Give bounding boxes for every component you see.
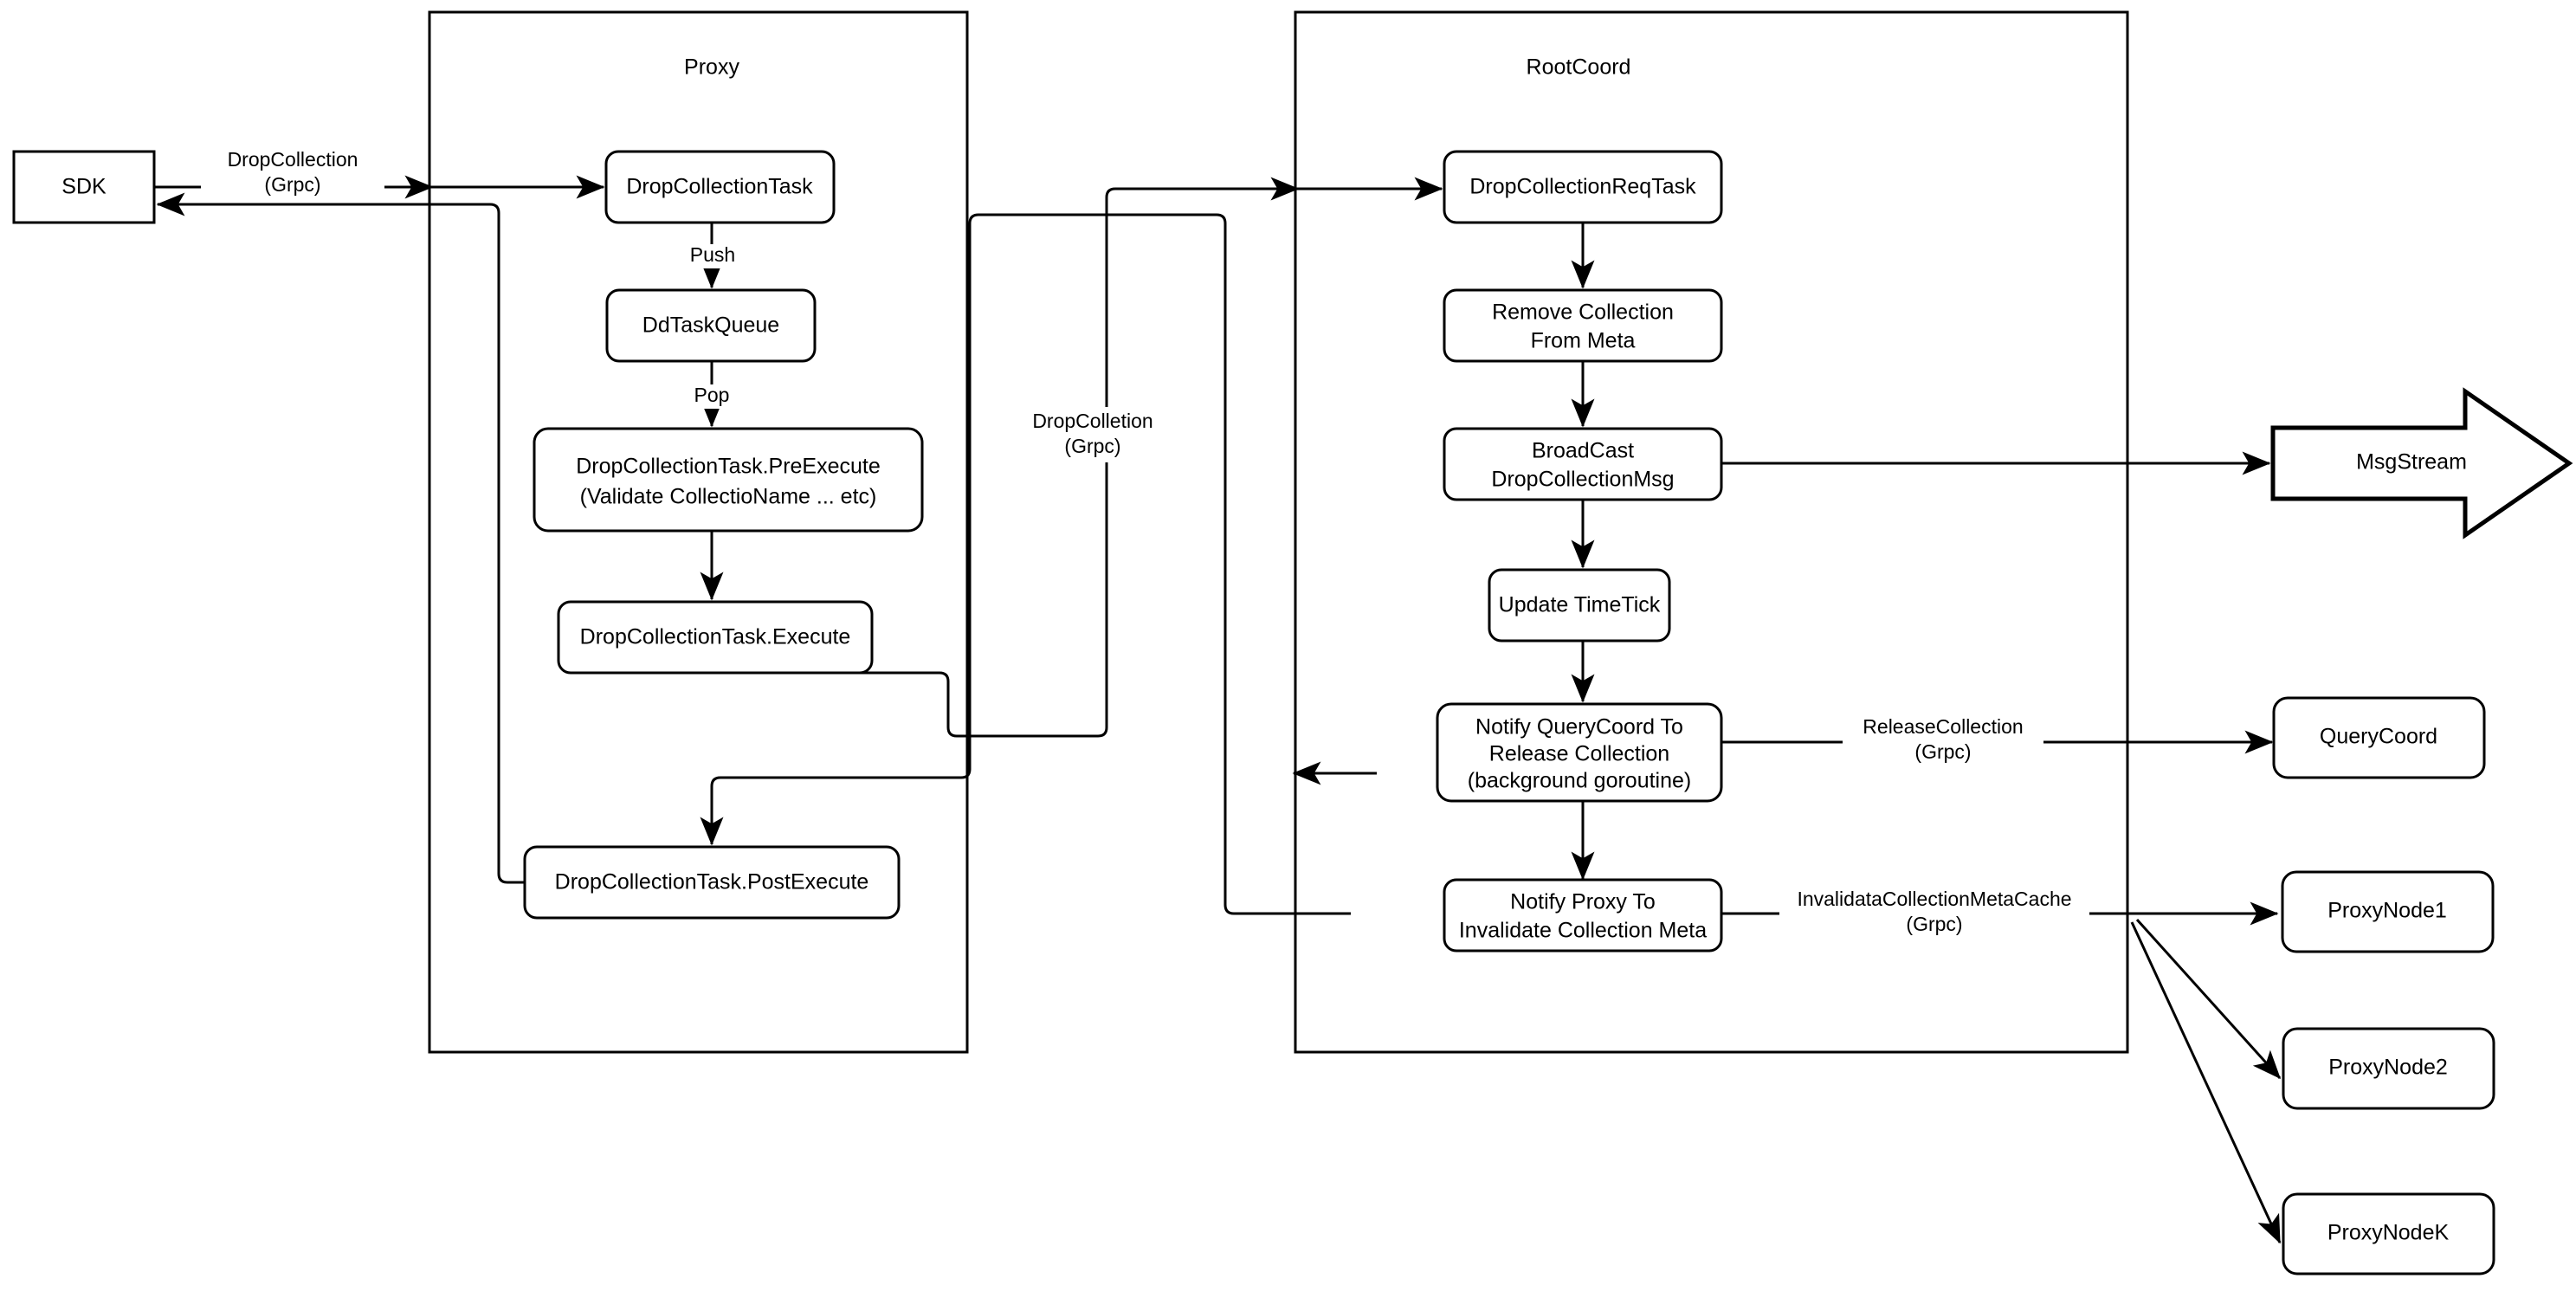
node-notify-proxy-label-line1: Notify Proxy To xyxy=(1510,890,1656,914)
node-querycoord-label: QueryCoord xyxy=(2320,725,2437,749)
node-broadcast-label-line1: BroadCast xyxy=(1532,439,1634,463)
node-drop-collection-task-label: DropCollectionTask xyxy=(626,175,813,199)
node-remove-collection-from-meta[interactable]: Remove Collection From Meta xyxy=(1443,288,1723,363)
edge-execute-to-rootcoord xyxy=(712,177,1443,738)
node-notify-querycoord-label-line2: Release Collection xyxy=(1489,742,1669,766)
node-sdk[interactable]: SDK xyxy=(12,150,156,224)
node-broadcast-label-line2: DropCollectionMsg xyxy=(1491,468,1674,492)
node-remove-collection-from-meta-label-line2: From Meta xyxy=(1531,329,1636,353)
node-pre-execute-label-line2: (Validate CollectioName ... etc) xyxy=(580,485,877,509)
edge-label-pop: Pop xyxy=(684,384,739,409)
node-proxynode1[interactable]: ProxyNode1 xyxy=(2281,870,2495,953)
node-drop-collection-req-task[interactable]: DropCollectionReqTask xyxy=(1443,150,1723,224)
edge-label-push: Push xyxy=(681,243,745,268)
node-post-execute-label: DropCollectionTask.PostExecute xyxy=(555,870,869,894)
edge-label-invalidate-cache-line2: (Grpc) xyxy=(1906,913,1962,935)
node-notify-querycoord-label-line1: Notify QueryCoord To xyxy=(1475,715,1683,739)
node-dd-task-queue-label: DdTaskQueue xyxy=(642,313,779,338)
edge-label-release-collection-line2: (Grpc) xyxy=(1914,740,1971,763)
edge-label-pop-text: Pop xyxy=(694,384,730,406)
edge-label-release-collection-line1: ReleaseCollection xyxy=(1863,715,2023,738)
node-execute-label: DropCollectionTask.Execute xyxy=(580,625,851,649)
edge-hub-to-proxynode2 xyxy=(2135,918,2282,1080)
node-proxynodek[interactable]: ProxyNodeK xyxy=(2282,1192,2495,1275)
node-proxynode2[interactable]: ProxyNode2 xyxy=(2282,1027,2495,1110)
node-sdk-label: SDK xyxy=(61,175,107,199)
node-proxynodek-label: ProxyNodeK xyxy=(2327,1221,2450,1245)
node-execute[interactable]: DropCollectionTask.Execute xyxy=(557,600,874,675)
edge-label-invalidate-cache-line1: InvalidataCollectionMetaCache xyxy=(1797,888,2071,910)
node-msgstream-label: MsgStream xyxy=(2356,450,2467,475)
node-proxynode2-label: ProxyNode2 xyxy=(2328,1056,2448,1080)
edge-label-sdk-to-proxy-line1: DropCollection xyxy=(228,148,358,171)
node-broadcast-drop-collection-msg[interactable]: BroadCast DropCollectionMsg xyxy=(1443,427,1723,501)
edge-label-release-collection: ReleaseCollection (Grpc) xyxy=(1843,712,2043,767)
node-drop-collection-task[interactable]: DropCollectionTask xyxy=(604,150,836,224)
edge-label-proxy-to-rootcoord-line1: DropColletion xyxy=(1032,410,1152,432)
node-pre-execute-label-line1: DropCollectionTask.PreExecute xyxy=(576,455,881,479)
edge-label-push-text: Push xyxy=(690,243,735,266)
node-notify-querycoord-label-line3: (background goroutine) xyxy=(1468,769,1692,793)
node-update-timetick-label: Update TimeTick xyxy=(1499,593,1661,617)
edge-post-execute-to-sdk xyxy=(156,192,525,884)
node-notify-proxy-label-line2: Invalidate Collection Meta xyxy=(1459,919,1707,943)
node-remove-collection-from-meta-label-line1: Remove Collection xyxy=(1492,300,1674,325)
node-notify-proxy[interactable]: Notify Proxy To Invalidate Collection Me… xyxy=(1443,878,1723,953)
node-proxynode1-label: ProxyNode1 xyxy=(2327,899,2447,923)
node-dd-task-queue[interactable]: DdTaskQueue xyxy=(605,288,817,363)
node-pre-execute[interactable]: DropCollectionTask.PreExecute (Validate … xyxy=(533,427,924,533)
node-update-timetick[interactable]: Update TimeTick xyxy=(1488,568,1671,643)
rootcoord-container-title: RootCoord xyxy=(1527,55,1631,80)
node-drop-collection-req-task-label: DropCollectionReqTask xyxy=(1469,175,1696,199)
node-notify-querycoord[interactable]: Notify QueryCoord To Release Collection … xyxy=(1436,702,1723,803)
edge-label-sdk-to-proxy-line2: (Grpc) xyxy=(264,173,320,196)
edge-hub-to-proxynodek xyxy=(2130,921,2282,1244)
edge-label-proxy-to-rootcoord-line2: (Grpc) xyxy=(1064,435,1120,457)
node-post-execute[interactable]: DropCollectionTask.PostExecute xyxy=(523,845,901,920)
node-querycoord[interactable]: QueryCoord xyxy=(2272,696,2486,779)
edge-label-sdk-to-proxy: DropCollection (Grpc) xyxy=(201,145,384,201)
node-msgstream[interactable]: MsgStream xyxy=(2270,387,2573,539)
edge-rootcoord-to-post-execute xyxy=(700,213,1351,915)
edge-label-proxy-to-rootcoord: DropColletion (Grpc) xyxy=(1023,407,1188,462)
edge-label-invalidate-cache: InvalidataCollectionMetaCache (Grpc) xyxy=(1779,884,2089,940)
proxy-container-title: Proxy xyxy=(684,55,739,80)
